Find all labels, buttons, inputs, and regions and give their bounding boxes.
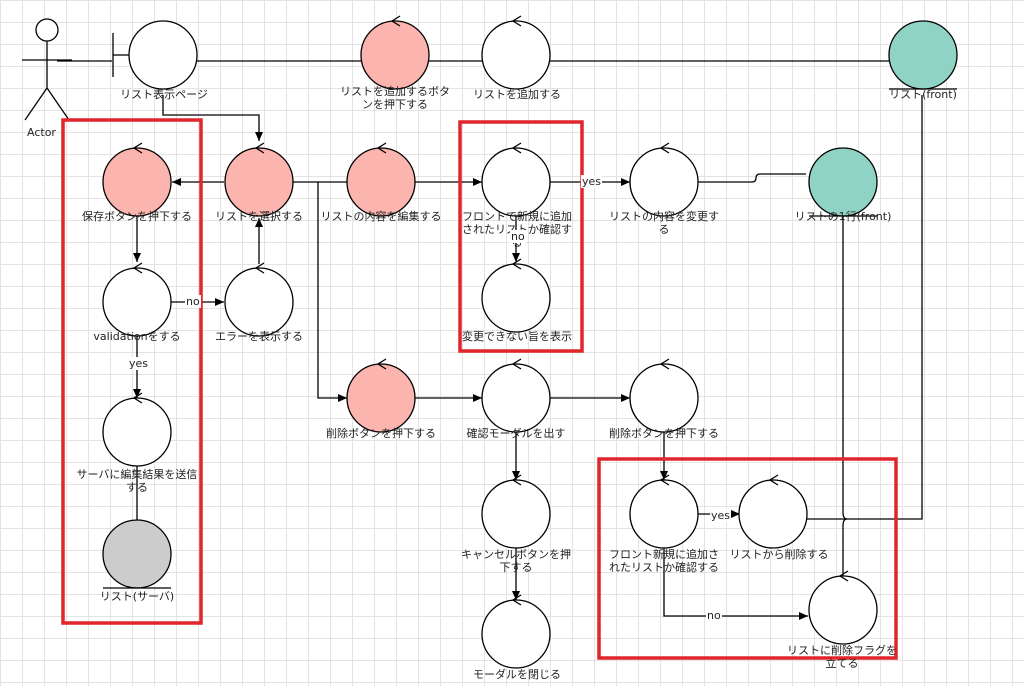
control-arrow-icon xyxy=(376,358,387,370)
control-arrow-icon xyxy=(659,142,670,154)
label-save-button: 保存ボタンを押下する xyxy=(82,210,192,223)
node-close-modal xyxy=(481,594,551,669)
control-arrow-icon xyxy=(132,142,143,154)
control-arrow-icon xyxy=(511,15,522,27)
node-change-content xyxy=(629,142,699,217)
highlight-box-check-new xyxy=(458,120,584,353)
control-arrow-icon xyxy=(659,474,670,486)
node-list-row-front xyxy=(808,147,878,217)
control-arrow-icon xyxy=(376,142,387,154)
label-cannot-change: 変更できない旨を表示 xyxy=(462,330,572,343)
actor-figure xyxy=(22,18,72,121)
node-list-server xyxy=(102,519,172,589)
node-delete-button2 xyxy=(629,358,699,433)
node-select-list xyxy=(224,142,294,217)
label-list-front: リスト(front) xyxy=(889,88,957,101)
edge-selectlist-deletebutton xyxy=(317,182,347,402)
node-show-error xyxy=(224,262,294,337)
node-edit-content xyxy=(346,142,416,217)
label-add-list: リストを追加する xyxy=(473,88,561,101)
node-confirm-modal xyxy=(481,358,551,433)
edge-label-no-checknew: no xyxy=(510,230,526,243)
control-arrow-icon xyxy=(511,474,522,486)
label-confirm-modal: 確認モーダルを出す xyxy=(466,427,566,440)
control-arrow-icon xyxy=(511,594,522,606)
control-arrow-icon xyxy=(838,570,849,582)
label-check-new2: フロント新規に追加されたリストか確認する xyxy=(609,548,719,574)
control-arrow-icon xyxy=(254,142,265,154)
control-arrow-icon xyxy=(511,358,522,370)
edge-listfront-listrow xyxy=(806,95,923,520)
control-arrow-icon xyxy=(659,358,670,370)
label-cancel-button: キャンセルボタンを押下する xyxy=(461,548,571,574)
node-check-new xyxy=(481,142,551,217)
control-arrow-icon xyxy=(390,15,401,27)
edge-checknew2-setflag xyxy=(663,548,808,620)
edge-listrow-setflag xyxy=(842,216,848,576)
node-add-list xyxy=(481,15,551,90)
label-delete-button: 削除ボタンを押下する xyxy=(326,427,436,440)
highlight-box-delete-flow xyxy=(597,457,898,660)
label-change-content: リストの内容を変更する xyxy=(609,210,719,236)
node-cancel-button xyxy=(481,474,551,549)
control-arrow-icon xyxy=(511,258,522,270)
label-show-error: エラーを表示する xyxy=(215,330,303,343)
node-delete-button xyxy=(346,358,416,433)
node-cannot-change xyxy=(481,258,551,333)
control-arrow-icon xyxy=(132,262,143,274)
node-list-page xyxy=(112,20,198,90)
highlight-box-save-flow xyxy=(61,118,203,625)
label-list-server: リスト(サーバ) xyxy=(99,590,175,603)
label-add-button: リストを追加するボタンを押下する xyxy=(340,85,450,111)
edge-changecontent-listrow xyxy=(698,173,806,183)
edge-label-no-checknew2: no xyxy=(706,609,722,622)
control-arrow-icon xyxy=(768,474,779,486)
label-list-row-front: リストの1行(front) xyxy=(794,210,892,223)
node-check-new2 xyxy=(629,474,699,549)
node-send-server xyxy=(102,392,172,467)
control-arrow-icon xyxy=(132,392,143,404)
label-validation: validationをする xyxy=(93,330,181,343)
edge-label-yes-checknew2: yes xyxy=(710,509,732,522)
node-save-button xyxy=(102,142,172,217)
label-send-server: サーバに編集結果を送信する xyxy=(76,468,198,494)
label-select-list: リストを選択する xyxy=(215,210,303,223)
control-arrow-icon xyxy=(511,142,522,154)
node-validation xyxy=(102,262,172,337)
label-remove-list: リストから削除する xyxy=(729,548,829,561)
node-list-front xyxy=(888,20,958,90)
control-arrow-icon xyxy=(254,262,265,274)
label-list-page: リスト表示ページ xyxy=(120,88,208,101)
label-set-delete-flag: リストに削除フラグを立てる xyxy=(787,644,897,670)
actor-label: Actor xyxy=(27,126,56,139)
edge-label-no-validation: no xyxy=(185,295,201,308)
node-set-delete-flag xyxy=(808,570,878,645)
edge-label-yes-validation: yes xyxy=(128,357,150,370)
edge-label-yes-checknew: yes xyxy=(581,175,603,188)
node-add-button xyxy=(360,15,430,90)
label-close-modal: モーダルを閉じる xyxy=(473,668,561,681)
node-remove-list xyxy=(738,474,808,549)
label-edit-content: リストの内容を編集する xyxy=(320,210,442,223)
label-delete-button2: 削除ボタンを押下する xyxy=(609,427,719,440)
edge-listpage-selectlist xyxy=(162,95,263,141)
